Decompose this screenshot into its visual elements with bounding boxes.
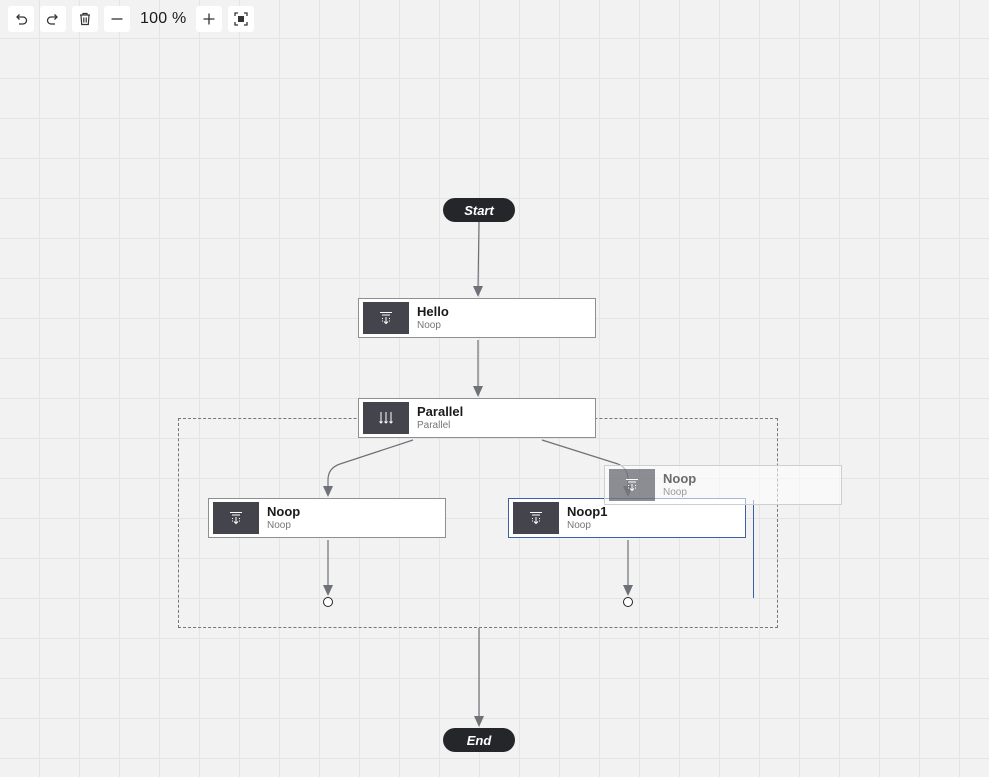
node-title: Noop	[267, 504, 301, 519]
node-subtitle: Noop	[417, 320, 441, 331]
node-title: Noop1	[567, 504, 608, 519]
noop-icon	[230, 512, 242, 525]
branch-end-circle-noop1	[623, 597, 633, 607]
node-title: Noop	[663, 471, 697, 486]
node-noop[interactable]: Noop Noop	[208, 498, 446, 538]
undo-icon	[16, 14, 28, 25]
undo-button[interactable]	[8, 6, 34, 32]
arrowhead	[323, 486, 333, 497]
node-icon-box	[363, 402, 409, 434]
noop-icon	[626, 479, 638, 492]
arrowhead	[473, 286, 483, 297]
zoom-controls: 100 %	[104, 6, 228, 32]
start-node[interactable]: Start	[443, 198, 515, 222]
start-label: Start	[464, 202, 494, 218]
arrowhead	[474, 716, 484, 727]
noop-icon	[530, 512, 542, 525]
node-subtitle: Parallel	[417, 420, 451, 431]
parallel-icon	[379, 412, 393, 424]
delete-button[interactable]	[72, 6, 98, 32]
node-hello[interactable]: Hello Noop	[358, 298, 596, 338]
trash-icon	[80, 12, 90, 26]
branch-end-circle-noop	[323, 597, 333, 607]
node-subtitle: Noop	[267, 520, 291, 531]
edge-start-hello[interactable]	[477, 221, 480, 291]
minus-icon	[111, 18, 123, 20]
end-label: End	[466, 732, 492, 748]
node-icon-box	[513, 502, 559, 534]
node-subtitle: Noop	[663, 487, 687, 498]
noop-icon	[380, 312, 392, 325]
dragged-node-ghost[interactable]: Noop Noop	[604, 465, 842, 505]
node-title: Hello	[417, 304, 449, 319]
arrowhead	[473, 386, 483, 397]
arrowhead	[623, 585, 633, 596]
node-icon-box	[363, 302, 409, 334]
node-subtitle: Noop	[567, 520, 591, 531]
arrowhead	[323, 585, 333, 596]
node-icon-box	[213, 502, 259, 534]
fit-to-screen-button[interactable]	[228, 6, 255, 32]
canvas-toolbar: 100 %	[8, 6, 260, 32]
edge-parallel-noop[interactable]	[327, 439, 414, 490]
node-title: Parallel	[417, 404, 464, 419]
redo-button[interactable]	[40, 6, 66, 32]
plus-icon	[203, 13, 215, 25]
fit-screen-icon	[234, 12, 249, 26]
drop-indicator-line	[753, 500, 754, 598]
zoom-in-button[interactable]	[196, 6, 223, 32]
zoom-out-button[interactable]	[104, 6, 130, 32]
redo-icon	[46, 14, 58, 25]
node-icon-box	[609, 469, 655, 501]
zoom-level: 100 %	[140, 10, 187, 27]
end-node[interactable]: End	[443, 728, 515, 752]
node-parallel[interactable]: Parallel Parallel	[358, 398, 596, 438]
